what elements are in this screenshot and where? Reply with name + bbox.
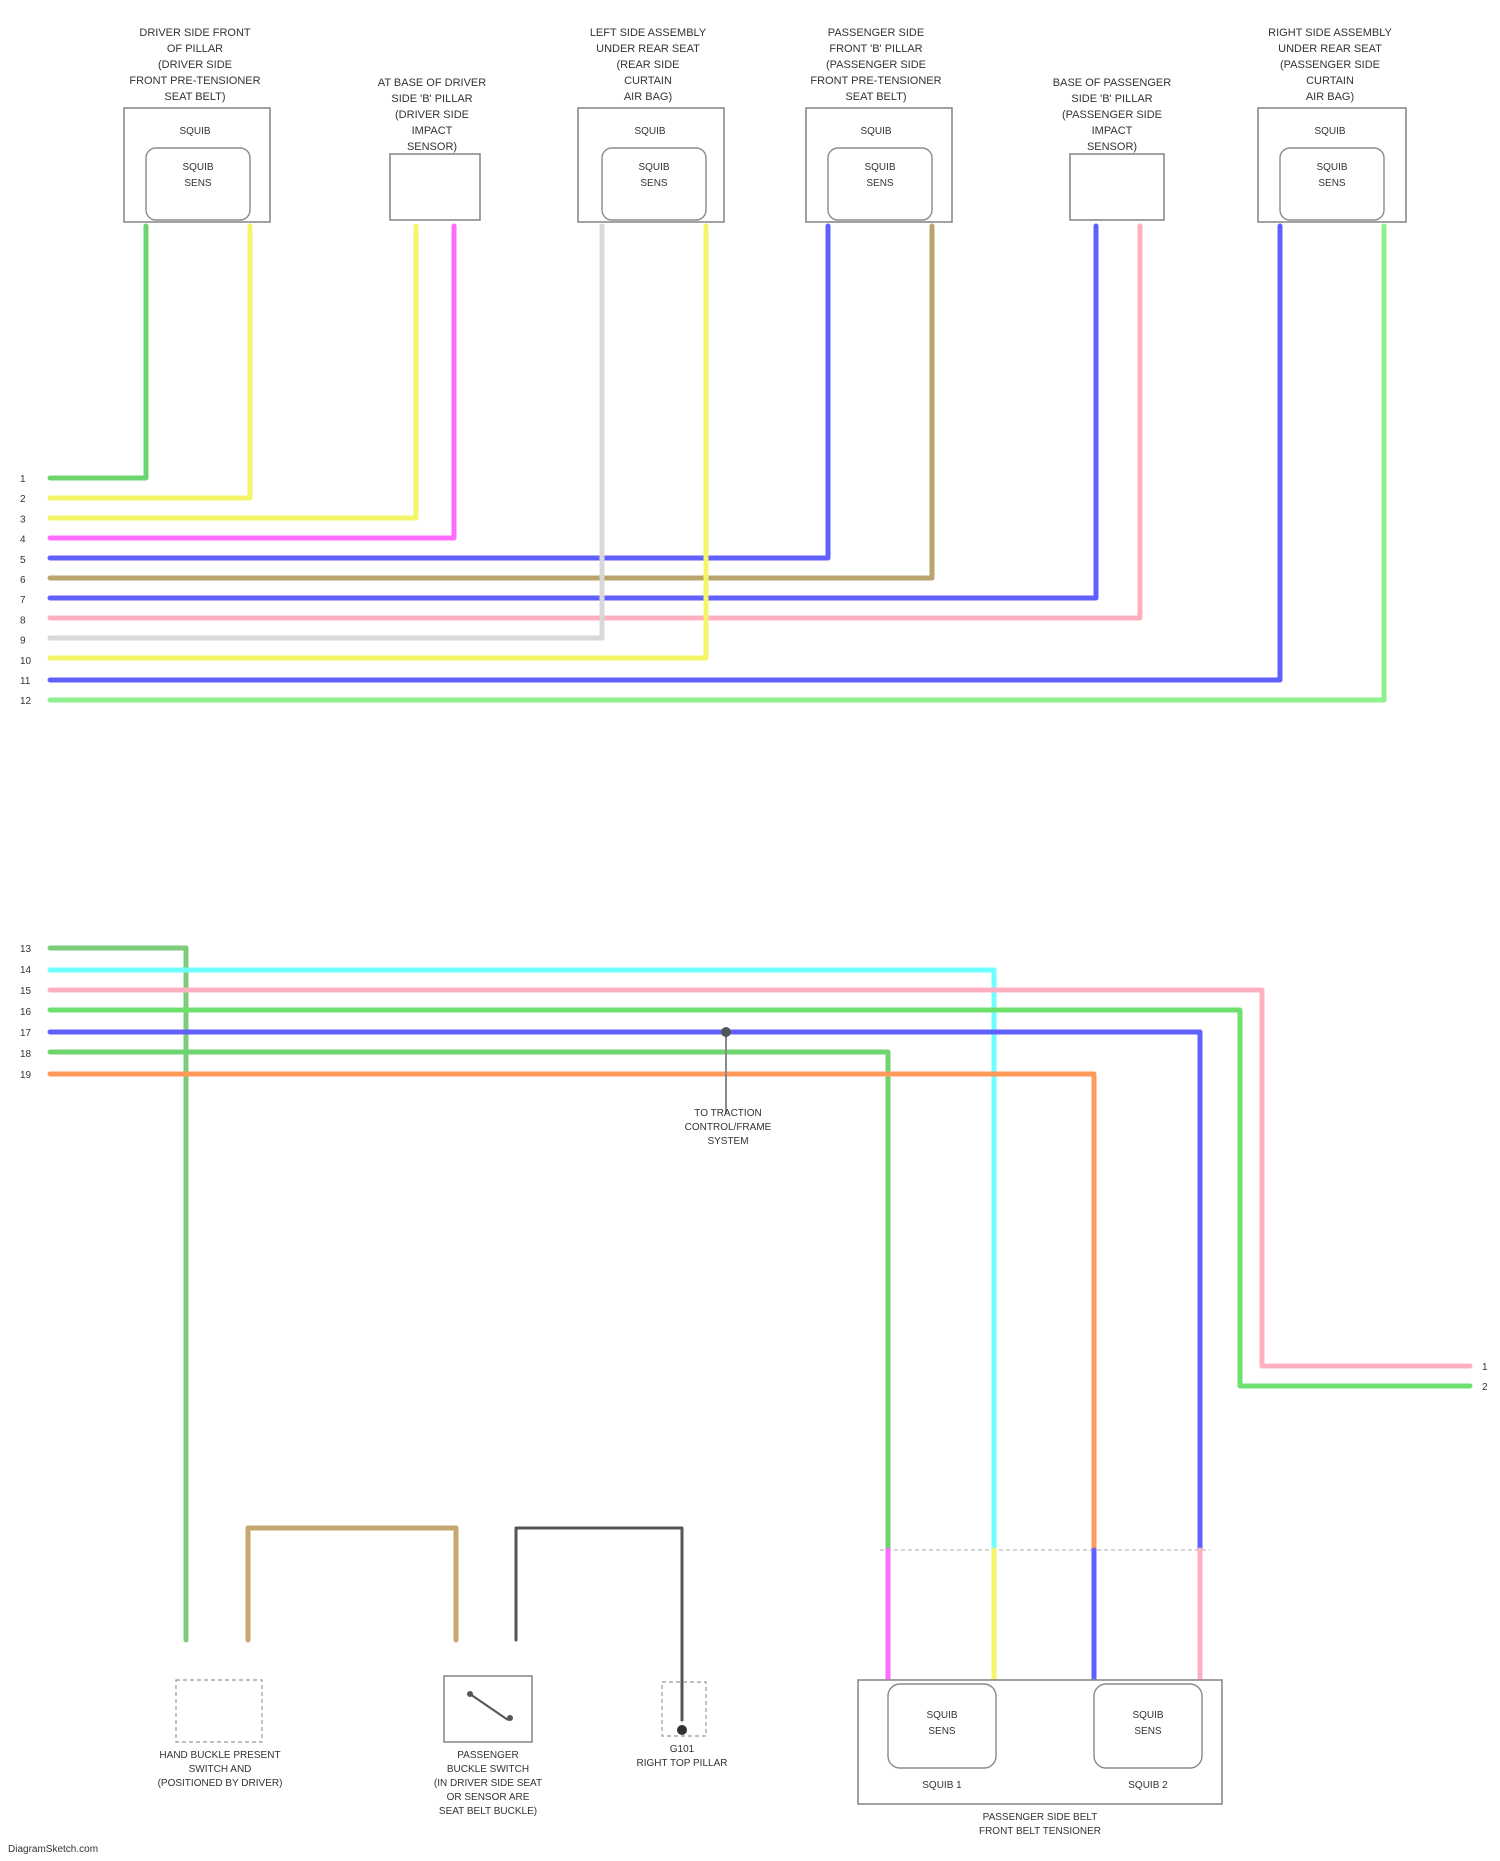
pin-label-12: 12	[20, 696, 32, 707]
pin-label-14: 14	[20, 965, 32, 976]
squib-1-text-1: SQUIB	[926, 1710, 957, 1721]
svg-text:SQUIB: SQUIB	[1316, 162, 1347, 173]
pin-label-9: 9	[20, 636, 26, 647]
svg-text:(DRIVER SIDE: (DRIVER SIDE	[395, 109, 469, 121]
svg-text:RIGHT SIDE ASSEMBLY: RIGHT SIDE ASSEMBLY	[1268, 27, 1392, 39]
svg-text:SQUIB: SQUIB	[179, 126, 210, 137]
svg-text:SENSOR): SENSOR)	[1087, 141, 1137, 153]
svg-text:SIDE 'B' PILLAR: SIDE 'B' PILLAR	[391, 93, 472, 105]
svg-text:DRIVER SIDE FRONT: DRIVER SIDE FRONT	[139, 27, 251, 39]
passenger-buckle-label-4: OR SENSOR ARE	[447, 1792, 530, 1803]
svg-text:AIR BAG): AIR BAG)	[1306, 91, 1354, 103]
svg-text:UNDER REAR SEAT: UNDER REAR SEAT	[596, 43, 700, 55]
assembly-label-2: FRONT BELT TENSIONER	[979, 1826, 1101, 1837]
assembly-label-1: PASSENGER SIDE BELT	[983, 1812, 1098, 1823]
svg-text:SEAT BELT): SEAT BELT)	[845, 91, 906, 103]
pin-label-19: 19	[20, 1070, 32, 1081]
svg-text:FRONT 'B' PILLAR: FRONT 'B' PILLAR	[829, 43, 922, 55]
svg-text:SENS: SENS	[1318, 178, 1346, 189]
right-pin-2: 2	[1482, 1382, 1488, 1393]
pin-label-6: 6	[20, 575, 26, 586]
pin-label-8: 8	[20, 615, 26, 626]
squib-2-text-1: SQUIB	[1132, 1710, 1163, 1721]
right-pin-1: 1	[1482, 1362, 1488, 1373]
center-label-3: SYSTEM	[707, 1136, 748, 1147]
svg-text:(REAR SIDE: (REAR SIDE	[617, 59, 680, 71]
svg-text:AIR BAG): AIR BAG)	[624, 91, 672, 103]
svg-text:FRONT PRE-TENSIONER: FRONT PRE-TENSIONER	[810, 75, 941, 87]
passenger-buckle-label-5: SEAT BELT BUCKLE)	[439, 1806, 537, 1817]
ground-label-1: G101	[670, 1744, 695, 1755]
svg-text:BASE OF PASSENGER: BASE OF PASSENGER	[1053, 77, 1171, 89]
hand-buckle-label-1: HAND BUCKLE PRESENT	[159, 1750, 280, 1761]
pin-label-18: 18	[20, 1049, 32, 1060]
svg-text:SQUIB: SQUIB	[1314, 126, 1345, 137]
pin-label-5: 5	[20, 555, 26, 566]
passenger-buckle-label-3: (IN DRIVER SIDE SEAT	[434, 1778, 542, 1789]
svg-text:SQUIB: SQUIB	[864, 162, 895, 173]
squib-2-text-2: SENS	[1134, 1726, 1162, 1737]
svg-text:(PASSENGER SIDE: (PASSENGER SIDE	[1062, 109, 1162, 121]
center-label-2: CONTROL/FRAME	[685, 1122, 772, 1133]
svg-text:SENS: SENS	[640, 178, 668, 189]
pin-label-15: 15	[20, 986, 32, 997]
pin-label-11: 11	[20, 676, 31, 687]
svg-text:SENS: SENS	[866, 178, 894, 189]
pin-label-17: 17	[20, 1028, 32, 1039]
svg-text:SEAT BELT): SEAT BELT)	[164, 91, 225, 103]
pin-label-16: 16	[20, 1007, 32, 1018]
pin-label-1: 1	[20, 474, 26, 485]
passenger-buckle-label-2: BUCKLE SWITCH	[447, 1764, 529, 1775]
svg-text:OF PILLAR: OF PILLAR	[167, 43, 223, 55]
pin-label-3: 3	[20, 514, 26, 525]
pin-label-7: 7	[20, 595, 26, 606]
svg-text:CURTAIN: CURTAIN	[1306, 75, 1354, 87]
ground-icon	[677, 1725, 687, 1735]
unit-label-1: SQUIB 1	[922, 1780, 962, 1791]
svg-text:(DRIVER SIDE: (DRIVER SIDE	[158, 59, 232, 71]
passenger-buckle-label-1: PASSENGER	[457, 1750, 519, 1761]
svg-text:IMPACT: IMPACT	[1092, 125, 1133, 137]
ground-label-2: RIGHT TOP PILLAR	[637, 1758, 728, 1769]
squib-1-text-2: SENS	[928, 1726, 956, 1737]
svg-text:SQUIB: SQUIB	[860, 126, 891, 137]
hand-buckle-label-3: (POSITIONED BY DRIVER)	[158, 1778, 283, 1789]
footer-credit: DiagramSketch.com	[8, 1844, 98, 1855]
unit-label-2: SQUIB 2	[1128, 1780, 1168, 1791]
svg-text:SQUIB: SQUIB	[182, 162, 213, 173]
svg-text:(PASSENGER SIDE: (PASSENGER SIDE	[1280, 59, 1380, 71]
svg-text:CURTAIN: CURTAIN	[624, 75, 672, 87]
svg-text:FRONT PRE-TENSIONER: FRONT PRE-TENSIONER	[129, 75, 260, 87]
pin-label-4: 4	[20, 535, 26, 546]
svg-text:SENS: SENS	[184, 178, 212, 189]
svg-text:IMPACT: IMPACT	[412, 125, 453, 137]
svg-text:SENSOR): SENSOR)	[407, 141, 457, 153]
hand-buckle-label-2: SWITCH AND	[189, 1764, 252, 1775]
svg-text:SQUIB: SQUIB	[638, 162, 669, 173]
svg-text:LEFT SIDE ASSEMBLY: LEFT SIDE ASSEMBLY	[590, 27, 707, 39]
pin-label-10: 10	[20, 656, 32, 667]
svg-text:UNDER REAR SEAT: UNDER REAR SEAT	[1278, 43, 1382, 55]
pin-label-13: 13	[20, 944, 32, 955]
svg-text:SIDE 'B' PILLAR: SIDE 'B' PILLAR	[1071, 93, 1152, 105]
svg-text:SQUIB: SQUIB	[634, 126, 665, 137]
pin-label-2: 2	[20, 494, 26, 505]
center-label-1: TO TRACTION	[694, 1108, 761, 1119]
svg-text:PASSENGER SIDE: PASSENGER SIDE	[828, 27, 924, 39]
svg-text:AT BASE OF DRIVER: AT BASE OF DRIVER	[378, 77, 486, 89]
svg-text:(PASSENGER SIDE: (PASSENGER SIDE	[826, 59, 926, 71]
